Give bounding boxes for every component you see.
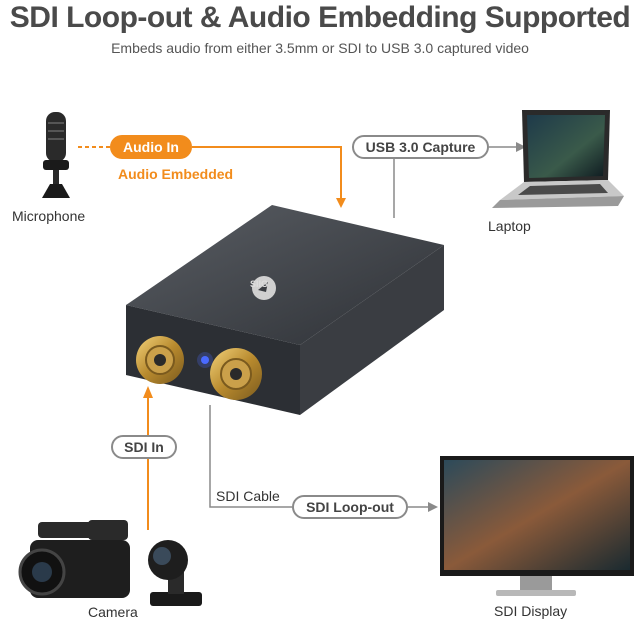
- audio-embedded-label: Audio Embedded: [118, 166, 234, 182]
- brand-logo-text: SIIG: [250, 279, 269, 289]
- microphone-icon: [42, 112, 70, 198]
- camera-label: Camera: [88, 604, 138, 620]
- sdi-loopout-line: [209, 405, 438, 512]
- sdi-loopout-connector: [210, 348, 262, 400]
- ptz-camera-icon: [148, 540, 202, 606]
- sdi-in-line: [143, 386, 153, 530]
- monitor-icon: [440, 456, 634, 596]
- laptop-icon: [492, 110, 624, 208]
- page-subtitle: Embeds audio from either 3.5mm or SDI to…: [111, 40, 529, 56]
- sdi-display-label: SDI Display: [494, 603, 568, 619]
- microphone-label: Microphone: [12, 208, 86, 224]
- sdi-in-badge: SDI In: [111, 435, 177, 459]
- status-led-icon: [197, 352, 213, 368]
- camera-icon: [18, 520, 130, 598]
- sdi-loopout-badge: SDI Loop-out: [292, 495, 408, 519]
- audio-in-badge: Audio In: [110, 135, 192, 159]
- laptop-label: Laptop: [488, 218, 531, 234]
- audio-in-line: [78, 146, 346, 208]
- page-title: SDI Loop-out & Audio Embedding Supported: [9, 1, 631, 34]
- sdi-in-connector: [136, 336, 184, 384]
- usb-capture-badge: USB 3.0 Capture: [352, 135, 489, 159]
- sdi-cable-label: SDI Cable: [216, 488, 280, 504]
- capture-device: [126, 205, 444, 415]
